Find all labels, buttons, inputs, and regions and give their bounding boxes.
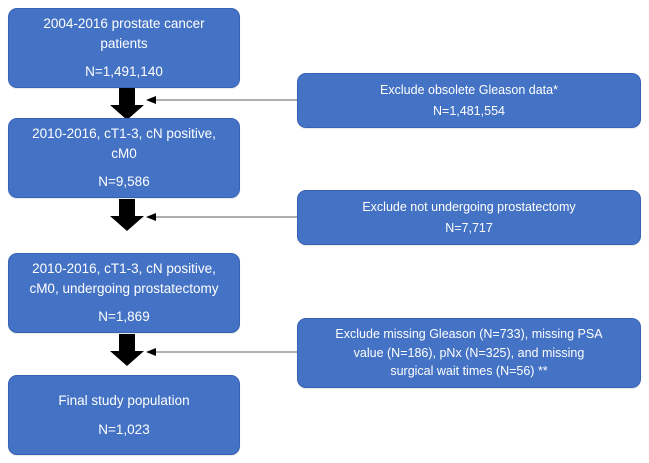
exclusion-box-line-3: surgical wait times (N=56) ** — [390, 364, 548, 379]
flow-box-line-1: Final study population — [58, 392, 190, 408]
arrow-down-1 — [110, 88, 144, 120]
flow-box-cohort-initial[interactable]: 2004-2016 prostate cancer patients N=1,4… — [8, 8, 240, 88]
exclusion-box-line-2: value (N=186), pNx (N=325), and missing — [353, 345, 585, 360]
flow-box-count: N=9,586 — [98, 174, 150, 190]
flow-box-count: N=1,491,140 — [85, 64, 163, 80]
flow-box-exclude-missing-data[interactable]: Exclude missing Gleason (N=733), missing… — [297, 318, 641, 388]
flow-box-cohort-prostatectomy[interactable]: 2010-2016, cT1-3, cN positive, cM0, unde… — [8, 253, 240, 333]
exclusion-box-count: N=1,481,554 — [433, 103, 505, 118]
flow-box-line-2: cM0 — [111, 145, 137, 161]
flow-box-exclude-obsolete-gleason[interactable]: Exclude obsolete Gleason data* N=1,481,5… — [297, 73, 641, 128]
exclusion-box-line-1: Exclude missing Gleason (N=733), missing… — [335, 326, 603, 341]
flow-box-exclude-no-prostatectomy[interactable]: Exclude not undergoing prostatectomy N=7… — [297, 190, 641, 245]
connector-line-3 — [146, 348, 298, 356]
arrow-down-3 — [110, 334, 144, 366]
flow-box-line-1: 2004-2016 prostate cancer — [43, 16, 205, 32]
flow-box-count: N=1,023 — [98, 421, 150, 437]
arrow-down-2 — [110, 199, 144, 231]
connector-line-2 — [146, 213, 298, 221]
flow-box-line-1: 2010-2016, cT1-3, cN positive, — [32, 261, 216, 277]
flow-box-line-2: patients — [100, 35, 148, 51]
flow-box-cohort-staged[interactable]: 2010-2016, cT1-3, cN positive, cM0 N=9,5… — [8, 118, 240, 198]
flow-box-line-2: cM0, undergoing prostatectomy — [29, 280, 219, 296]
flow-box-line-1: 2010-2016, cT1-3, cN positive, — [32, 126, 216, 142]
exclusion-box-line-1: Exclude obsolete Gleason data* — [380, 82, 558, 97]
flow-box-count: N=1,869 — [98, 309, 150, 325]
exclusion-box-count: N=7,717 — [445, 220, 493, 235]
connector-line-1 — [146, 96, 298, 104]
flow-box-cohort-final[interactable]: Final study population N=1,023 — [8, 375, 240, 455]
exclusion-box-line-1: Exclude not undergoing prostatectomy — [362, 199, 576, 214]
